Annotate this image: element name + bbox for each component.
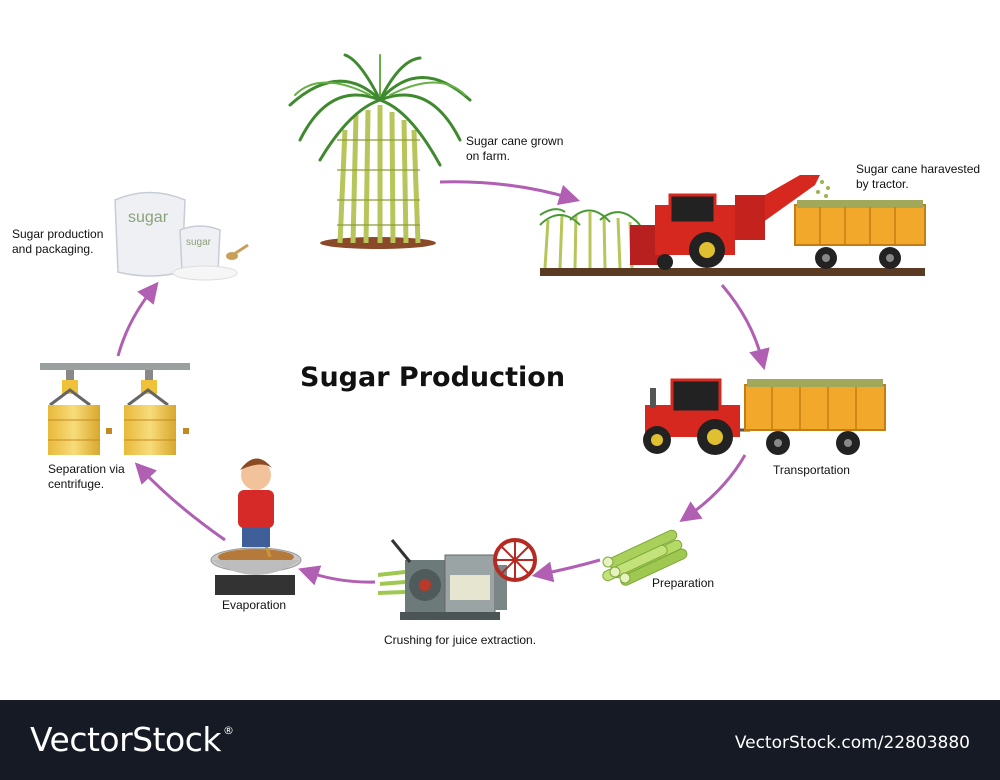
arrow-transport-to-prep (679, 454, 747, 523)
harvester-tractor-icon (539, 175, 926, 276)
diagram-canvas: sugar sugar Sugar Production Sugar cane … (12, 53, 981, 647)
vectorstock-logo: VectorStock® (30, 720, 234, 759)
arrow-harvest-to-transport (720, 284, 770, 371)
evaporation-pot-icon (210, 458, 302, 595)
transport-tractor-icon (643, 378, 886, 455)
step-label-crush: Crushing for juice extraction. (384, 633, 537, 647)
watermark-footer: VectorStock® VectorStock.com/22803880 (0, 700, 1000, 780)
bag-label-small: sugar (186, 237, 212, 248)
diagram-title: Sugar Production (300, 362, 566, 393)
arrow-crush-to-evap (298, 565, 376, 586)
step-label-transport: Transportation (773, 463, 850, 477)
image-id: VectorStock.com/22803880 (734, 733, 970, 753)
crushing-machine-icon (377, 538, 537, 620)
step-label-evap: Evaporation (222, 598, 287, 612)
sugar-cane-plant-icon (288, 53, 472, 249)
worker-icon (238, 458, 274, 547)
step-label-prep: Preparation (652, 576, 715, 590)
centrifuge-machine-icon (40, 363, 190, 455)
arrow-prep-to-crush (531, 558, 601, 583)
sugar-bags-icon: sugar sugar (114, 191, 249, 281)
bag-label-large: sugar (128, 209, 169, 226)
arrow-centrifuge-to-packaging (116, 281, 159, 357)
diagram-illustration: sugar sugar (40, 53, 926, 620)
arrow-evap-to-centrifuge (134, 462, 226, 542)
cane-bundle-icon (602, 529, 688, 586)
arrow-farm-to-harvest (439, 180, 581, 206)
flow-arrows (116, 180, 770, 586)
